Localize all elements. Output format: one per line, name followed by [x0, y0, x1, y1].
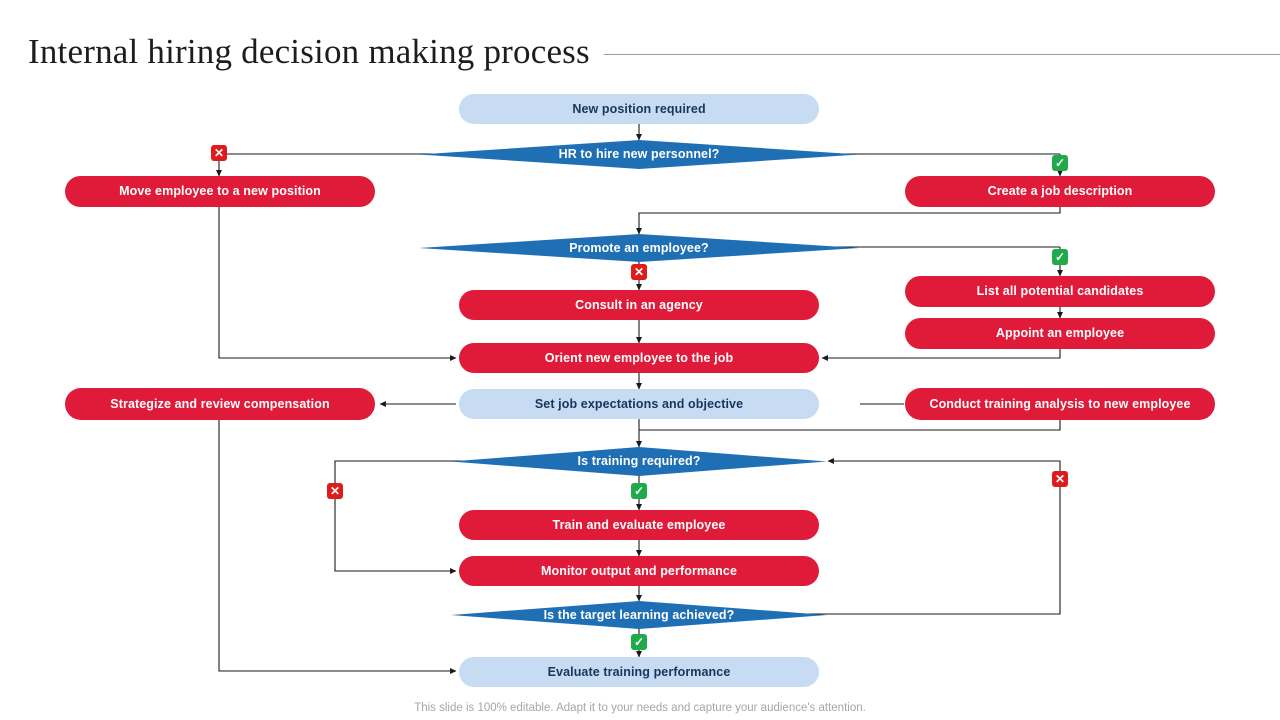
node-orient-new-employee-job[interactable]: Orient new employee to the job: [459, 343, 819, 373]
node-label: List all potential candidates: [976, 284, 1144, 299]
wire-move-to-orient: [218, 207, 457, 361]
node-label: Appoint an employee: [995, 326, 1125, 341]
node-label: Monitor output and performance: [540, 563, 738, 578]
marker-target-no-icon: ✕: [1052, 471, 1068, 487]
node-set-job-expectations[interactable]: Set job expectations and objective: [459, 389, 819, 419]
marker-hr-yes-icon: ✓: [1052, 155, 1068, 171]
node-label: Conduct training analysis to new employe…: [929, 396, 1191, 411]
marker-hr-no-icon: ✕: [211, 145, 227, 161]
cross-icon: ✕: [633, 265, 645, 279]
node-label: Set job expectations and objective: [534, 396, 744, 411]
node-label: Create a job description: [987, 184, 1133, 199]
node-appoint-an-employee[interactable]: Appoint an employee: [905, 318, 1215, 349]
wire-strategize-to-evaluate: [218, 420, 457, 674]
cross-icon: ✕: [1054, 472, 1066, 486]
node-strategize-review-compensation[interactable]: Strategize and review compensation: [65, 388, 375, 420]
page-title: Internal hiring decision making process: [28, 32, 590, 71]
node-label: Is training required?: [577, 454, 701, 469]
wire-istraining-no-loop: [334, 460, 477, 574]
node-move-employee-new-position[interactable]: Move employee to a new position: [65, 176, 375, 207]
node-label: Evaluate training performance: [547, 664, 731, 679]
check-icon: ✓: [1054, 250, 1066, 264]
marker-promote-yes-icon: ✓: [1052, 249, 1068, 265]
check-icon: ✓: [633, 484, 645, 498]
node-label: Train and evaluate employee: [552, 517, 726, 532]
wire-appoint-to-orient: [821, 349, 1061, 361]
node-label: Strategize and review compensation: [110, 396, 330, 411]
node-is-target-learning-achieved[interactable]: Is the target learning achieved?: [451, 601, 827, 629]
node-label: Is the target learning achieved?: [543, 607, 735, 622]
node-label: Consult in an agency: [575, 297, 703, 312]
node-label: HR to hire new personnel?: [558, 147, 720, 162]
check-icon: ✓: [633, 635, 645, 649]
node-conduct-training-analysis[interactable]: Conduct training analysis to new employe…: [905, 388, 1215, 420]
title-divider: [603, 53, 1280, 55]
node-monitor-output-performance[interactable]: Monitor output and performance: [459, 556, 819, 586]
marker-training-yes-icon: ✓: [631, 483, 647, 499]
wire-jobdesc-to-promote: [636, 207, 1061, 235]
node-promote-an-employee[interactable]: Promote an employee?: [419, 234, 859, 262]
node-is-training-required[interactable]: Is training required?: [451, 447, 827, 476]
node-list-all-potential-candidates[interactable]: List all potential candidates: [905, 276, 1215, 307]
node-new-position-required[interactable]: New position required: [459, 94, 819, 124]
marker-target-yes-icon: ✓: [631, 634, 647, 650]
node-create-a-job-description[interactable]: Create a job description: [905, 176, 1215, 207]
node-label: Orient new employee to the job: [544, 350, 734, 365]
cross-icon: ✕: [329, 484, 341, 498]
title-row: Internal hiring decision making process: [0, 28, 1280, 76]
node-label: Move employee to a new position: [119, 184, 321, 199]
footer-note: This slide is 100% editable. Adapt it to…: [414, 702, 866, 714]
node-label: Promote an employee?: [569, 240, 709, 255]
marker-training-no-icon: ✕: [327, 483, 343, 499]
node-evaluate-training-performance[interactable]: Evaluate training performance: [459, 657, 819, 687]
check-icon: ✓: [1054, 156, 1066, 170]
node-consult-in-an-agency[interactable]: Consult in an agency: [459, 290, 819, 320]
wire-target-no-loop: [800, 458, 1061, 615]
marker-promote-no-icon: ✕: [631, 264, 647, 280]
cross-icon: ✕: [213, 146, 225, 160]
node-hr-to-hire-new-personnel[interactable]: HR to hire new personnel?: [419, 140, 859, 169]
node-label: New position required: [572, 101, 706, 116]
wire-analysis-to-istraining: [639, 420, 1061, 431]
node-train-and-evaluate-employee[interactable]: Train and evaluate employee: [459, 510, 819, 540]
